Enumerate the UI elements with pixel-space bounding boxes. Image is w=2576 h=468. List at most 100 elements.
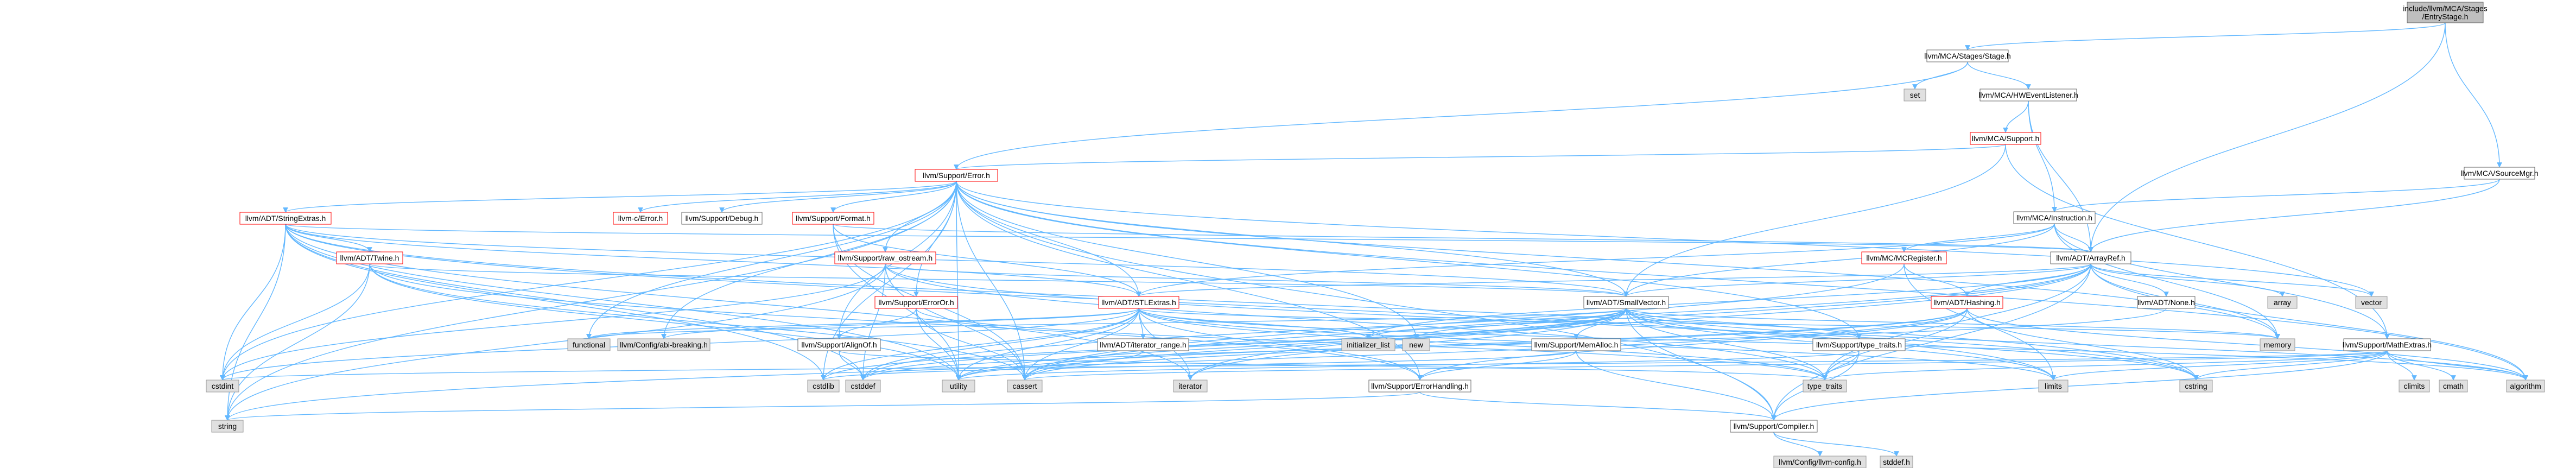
node-vector-box <box>2355 296 2388 309</box>
edge-mathextras-to-type_traits <box>1822 350 2388 381</box>
node-typetraitsh[interactable]: llvm/Support/type_traits.h <box>1812 338 1906 351</box>
edge-smallvector-to-memory <box>1626 308 2280 339</box>
node-smallvector-box <box>1583 296 1669 309</box>
node-utility-box <box>942 380 975 393</box>
node-hashing-label: llvm/ADT/Hashing.h <box>1933 298 2001 307</box>
edge-arrayref-to-smallvector <box>1623 263 2091 297</box>
node-instruction[interactable]: llvm/MCA/Instruction.h <box>2013 211 2096 224</box>
node-instruction-box <box>2013 211 2096 224</box>
node-stlextras-label: llvm/ADT/STLExtras.h <box>1101 298 1176 307</box>
node-typetraitsh-box <box>1812 338 1906 351</box>
node-hwevent[interactable]: llvm/MCA/HWEventListener.h <box>1978 88 2078 102</box>
node-mcasupport-box <box>1970 132 2041 145</box>
node-twine[interactable]: llvm/ADT/Twine.h <box>336 251 403 264</box>
node-memory-box <box>2260 338 2295 351</box>
node-hashing[interactable]: llvm/ADT/Hashing.h <box>1931 296 2003 309</box>
node-arrayref[interactable]: llvm/ADT/ArrayRef.h <box>2050 251 2131 264</box>
node-memalloc[interactable]: llvm/Support/MemAlloc.h <box>1531 338 1621 351</box>
node-memalloc-label: llvm/Support/MemAlloc.h <box>1534 340 1619 349</box>
node-error[interactable]: llvm/Support/Error.h <box>915 169 998 182</box>
edge-typetraitsh-to-utility <box>956 350 1860 381</box>
node-mcregister[interactable]: llvm/MC/MCRegister.h <box>1861 251 1947 264</box>
node-smallvector[interactable]: llvm/ADT/SmallVector.h <box>1583 296 1669 309</box>
node-stringextras-label: llvm/ADT/StringExtras.h <box>245 214 326 223</box>
node-error-box <box>915 169 998 182</box>
node-iterrange[interactable]: llvm/ADT/iterator_range.h <box>1097 338 1189 351</box>
edge-hashing-to-algorithm <box>1966 308 2528 381</box>
edge-error-to-cassert <box>956 181 1027 381</box>
node-climits-box <box>2399 380 2430 393</box>
node-erroror[interactable]: llvm/Support/ErrorOr.h <box>874 296 958 309</box>
node-cstdint-box <box>206 380 239 393</box>
edge-smallvector-to-new <box>1413 308 1627 339</box>
edge-memalloc-to-errorhandling <box>1417 350 1577 381</box>
node-rawostream[interactable]: llvm/Support/raw_ostream.h <box>834 251 936 264</box>
node-sourcemgr[interactable]: llvm/MCA/SourceMgr.h <box>2460 167 2539 180</box>
edge-stringextras-to-cstring <box>285 224 2199 381</box>
node-compiler[interactable]: llvm/Support/Compiler.h <box>1730 420 1818 433</box>
edge-stage-to-error <box>954 61 1968 170</box>
node-stage-label: llvm/MCA/Stages/Stage.h <box>1924 52 2011 60</box>
node-hwevent-box <box>1979 88 2077 102</box>
node-errorhandling[interactable]: llvm/Support/ErrorHandling.h <box>1368 380 1471 393</box>
node-cerror[interactable]: llvm-c/Error.h <box>613 212 668 225</box>
edge-stringextras-to-stlextras <box>285 224 1141 297</box>
node-memory-label: memory <box>2264 340 2292 349</box>
node-string-box <box>211 420 244 433</box>
node-alignof[interactable]: llvm/Support/AlignOf.h <box>797 338 881 351</box>
node-stddef: stddef.h <box>1880 456 1913 468</box>
node-format[interactable]: llvm/Support/Format.h <box>792 212 874 225</box>
node-compiler-label: llvm/Support/Compiler.h <box>1734 422 1814 431</box>
edge-alignof-to-cstddef <box>839 350 866 381</box>
node-smallvector-label: llvm/ADT/SmallVector.h <box>1587 298 1666 307</box>
node-stddef-label: stddef.h <box>1883 458 1910 466</box>
node-functional: functional <box>567 338 611 351</box>
edge-mathextras-to-compiler <box>1771 350 2388 421</box>
edge-instruction-to-smallvector <box>1623 223 2055 297</box>
node-stage-box <box>1926 49 2009 62</box>
node-none[interactable]: llvm/ADT/None.h <box>2137 296 2196 309</box>
edge-arrayref-to-stlextras <box>1136 263 2091 297</box>
node-errorhandling-label: llvm/Support/ErrorHandling.h <box>1371 382 1469 390</box>
edge-error-to-stlextras <box>956 181 1141 297</box>
edge-stringextras-to-twine <box>285 224 372 252</box>
edge-mathextras-to-cstdint <box>220 350 2388 381</box>
node-debug-box <box>681 212 763 225</box>
node-format-label: llvm/Support/Format.h <box>796 214 871 223</box>
edge-arrayref-to-cassert <box>1022 263 2091 381</box>
node-algorithm: algorithm <box>2506 380 2545 393</box>
edge-sourcemgr-to-arrayref <box>2088 179 2500 252</box>
node-llvmconfig-box <box>1773 456 1867 468</box>
node-stage[interactable]: llvm/MCA/Stages/Stage.h <box>1924 49 2011 62</box>
node-mcregister-box <box>1861 251 1947 264</box>
node-cmath-box <box>2439 380 2468 393</box>
node-root[interactable]: include/llvm/MCA/Stages/EntryStage.h <box>2403 2 2488 23</box>
node-limits: limits <box>2038 380 2069 393</box>
edge-instruction-to-mathextras <box>2054 223 2390 339</box>
node-algorithm-label: algorithm <box>2510 382 2541 390</box>
node-stlextras[interactable]: llvm/ADT/STLExtras.h <box>1098 296 1179 309</box>
node-cstdint-label: cstdint <box>212 382 234 390</box>
edge-stringextras-to-smallvector <box>285 224 1629 297</box>
node-string-label: string <box>218 422 237 431</box>
node-utility: utility <box>942 380 975 393</box>
edge-smallvector-to-type_traits <box>1626 308 1828 381</box>
node-cassert: cassert <box>1007 380 1043 393</box>
node-mcasupport[interactable]: llvm/MCA/Support.h <box>1970 132 2041 145</box>
edge-mathextras-to-cstring <box>2193 350 2388 381</box>
edge-stlextras-to-cstdlib <box>821 308 1139 381</box>
node-stringextras[interactable]: llvm/ADT/StringExtras.h <box>239 212 332 225</box>
node-mathextras[interactable]: llvm/Support/MathExtras.h <box>2343 338 2432 351</box>
edge-error-to-cerror <box>638 181 957 213</box>
node-type_traits-box <box>1803 380 1847 393</box>
edge-erroror-to-utility <box>916 308 961 381</box>
node-limits-label: limits <box>2045 382 2062 390</box>
edge-rawostream-to-cstdint <box>220 263 886 381</box>
node-cerror-label: llvm-c/Error.h <box>618 214 663 223</box>
edge-instruction-to-mcregister <box>1901 223 2055 252</box>
edge-stlextras-to-abibreaking <box>661 308 1139 339</box>
node-debug[interactable]: llvm/Support/Debug.h <box>681 212 763 225</box>
edge-error-to-utility <box>956 181 961 381</box>
edge-hwevent-to-arrayref <box>2028 100 2093 252</box>
node-mcregister-label: llvm/MC/MCRegister.h <box>1866 254 1941 262</box>
